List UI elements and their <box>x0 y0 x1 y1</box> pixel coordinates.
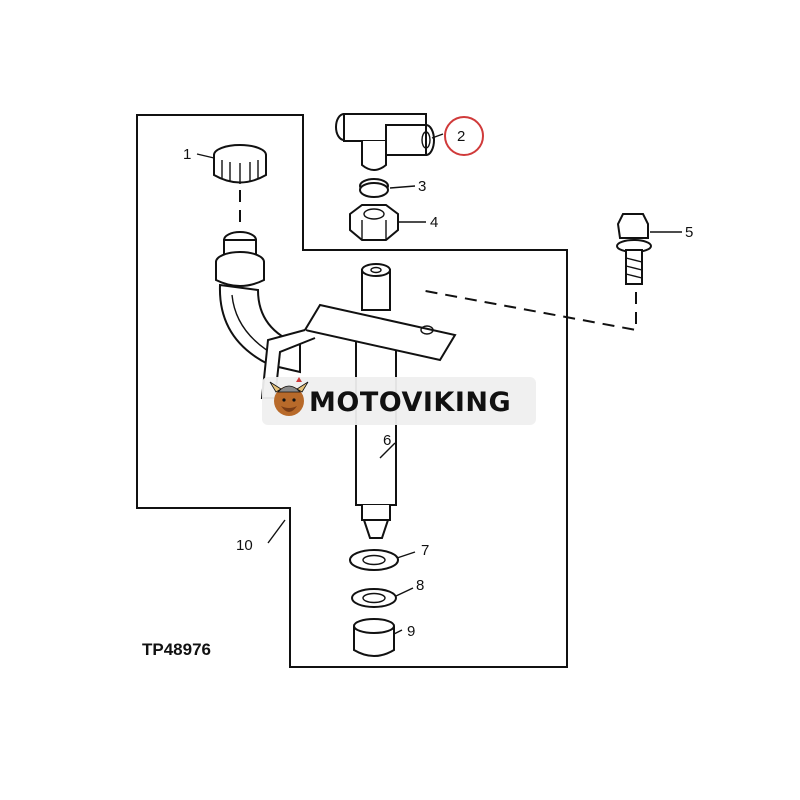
callout-4: 4 <box>430 214 438 231</box>
assembly-boundary <box>136 114 568 668</box>
figure-id: TP48976 <box>142 640 211 659</box>
watermark-brand: MOTOVIKING <box>309 387 511 418</box>
part-dust-seal <box>353 618 395 657</box>
callout-2: 2 <box>457 128 465 145</box>
callout-6: 6 <box>383 432 391 449</box>
watermark-banner: MOTOVIKING <box>262 377 536 425</box>
part-sealing-washer <box>351 588 397 608</box>
part-seal-ring <box>359 178 389 198</box>
callout-7: 7 <box>421 542 429 559</box>
leader-lines <box>196 133 682 635</box>
part-tee-fitting <box>335 113 435 171</box>
part-gasket-washer <box>349 549 399 571</box>
callout-10: 10 <box>236 537 253 554</box>
callout-1: 1 <box>183 146 191 163</box>
part-cap <box>213 144 267 184</box>
part-leakoff-fitting <box>215 231 301 374</box>
callout-5: 5 <box>685 224 693 241</box>
highlight-circle <box>444 116 484 156</box>
part-bolt <box>616 213 652 285</box>
bolt-guide-line <box>419 289 637 332</box>
callout-9: 9 <box>407 623 415 640</box>
callout-8: 8 <box>416 577 424 594</box>
callout-3: 3 <box>418 178 426 195</box>
viking-logo-icon <box>269 377 309 416</box>
part-hex-nut <box>349 204 399 241</box>
